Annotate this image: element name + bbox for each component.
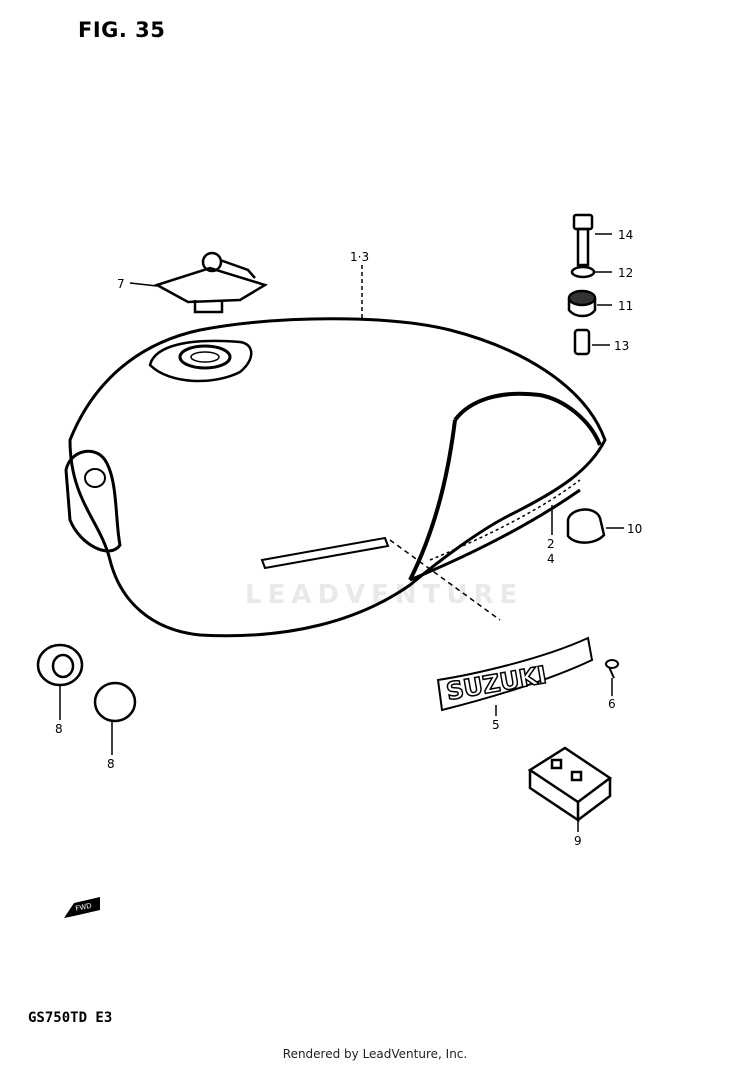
callout-8-b: 8 [107, 757, 115, 771]
callout-10: 10 [627, 522, 642, 536]
collar-part-13[interactable] [573, 328, 591, 356]
bolt-part-14[interactable] [572, 213, 594, 267]
callout-8-a: 8 [55, 722, 63, 736]
emblem-part-5[interactable]: SUZUKI [436, 636, 594, 712]
screw-part-6[interactable] [605, 659, 619, 679]
cushion-part-8-b[interactable] [93, 681, 137, 723]
fuel-cap-part-7[interactable] [153, 251, 269, 314]
washer-part-12[interactable] [570, 265, 596, 279]
cushion-part-8-a[interactable] [36, 643, 84, 687]
forward-arrow-label: FWD [75, 902, 93, 913]
callout-12: 12 [618, 266, 633, 280]
cushion-part-11[interactable] [567, 289, 597, 318]
callout-labels: 1·3 7 14 12 11 13 10 2 4 5 6 8 8 9 [55, 228, 642, 848]
callout-5: 5 [492, 718, 500, 732]
callout-7: 7 [117, 277, 125, 291]
fuel-tank[interactable] [64, 317, 607, 638]
watermark: LEADVENTURE [245, 580, 524, 610]
callout-4: 4 [547, 552, 555, 566]
callout-2: 2 [547, 537, 555, 551]
callout-6: 6 [608, 697, 616, 711]
cushion-part-9[interactable] [527, 746, 613, 823]
leader-lines [59, 233, 624, 832]
footer-credit: Rendered by LeadVenture, Inc. [282, 1047, 468, 1061]
callout-14: 14 [618, 228, 633, 242]
forward-arrow: FWD [64, 897, 100, 918]
figure-title: FIG. 35 [78, 18, 166, 42]
callout-1-3: 1·3 [350, 250, 369, 264]
callout-11: 11 [618, 299, 633, 313]
cushion-part-10[interactable] [566, 508, 606, 544]
callout-9: 9 [574, 834, 582, 848]
callout-13: 13 [614, 339, 629, 353]
model-label: GS750TD E3 [28, 1010, 113, 1026]
